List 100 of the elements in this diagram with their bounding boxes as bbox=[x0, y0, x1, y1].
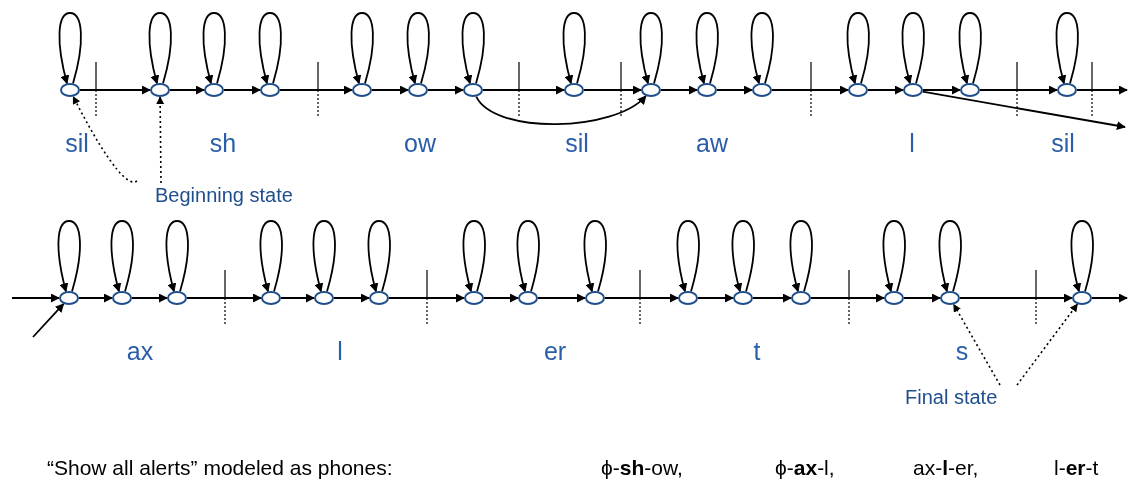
self-loop-arrow bbox=[259, 220, 283, 293]
state-circle bbox=[960, 83, 980, 97]
state-circle bbox=[464, 291, 484, 305]
state-circle bbox=[752, 83, 772, 97]
state-circle bbox=[463, 83, 483, 97]
transition-arrow bbox=[482, 85, 565, 95]
caption-text: “Show all alerts” modeled as phones: bbox=[47, 455, 393, 481]
caption-text: ϕ-ax-l, bbox=[775, 455, 835, 481]
self-loop-arrow bbox=[676, 220, 700, 293]
phone-label: s bbox=[955, 338, 969, 366]
state-circle bbox=[150, 83, 170, 97]
transition-arrow bbox=[922, 85, 961, 95]
transition-arrow bbox=[32, 303, 65, 338]
transition-arrow bbox=[483, 293, 519, 303]
transition-arrow bbox=[279, 85, 353, 95]
state-circle bbox=[585, 291, 605, 305]
state-circle bbox=[352, 83, 372, 97]
phone-label: l bbox=[909, 130, 915, 158]
phone-label: l bbox=[337, 338, 343, 366]
self-loop-arrow bbox=[789, 220, 813, 293]
state-circle bbox=[408, 83, 428, 97]
transition-arrow bbox=[11, 293, 60, 303]
self-loop-arrow bbox=[695, 12, 719, 85]
state-circle bbox=[940, 291, 960, 305]
state-circle bbox=[697, 83, 717, 97]
self-loop-arrow bbox=[1055, 12, 1079, 85]
self-loop-arrow bbox=[750, 12, 774, 85]
state-circle bbox=[260, 83, 280, 97]
caption-text: ϕ-sh-ow, bbox=[601, 455, 683, 481]
transition-arrow bbox=[1076, 85, 1128, 95]
state-circle bbox=[733, 291, 753, 305]
transition-arrow bbox=[537, 293, 586, 303]
transition-arrow bbox=[78, 293, 113, 303]
transition-arrow bbox=[903, 293, 941, 303]
state-circle bbox=[641, 83, 661, 97]
transition-arrow bbox=[131, 293, 168, 303]
self-loop-arrow bbox=[202, 12, 226, 85]
self-loop-arrow bbox=[901, 12, 925, 85]
state-circle bbox=[204, 83, 224, 97]
self-loop-arrow bbox=[938, 220, 962, 293]
phone-label: ow bbox=[404, 130, 436, 158]
self-loop-arrow bbox=[1070, 220, 1094, 293]
transition-arrow bbox=[810, 293, 885, 303]
self-loop-arrow bbox=[406, 12, 430, 85]
transition-arrow bbox=[867, 85, 904, 95]
state-circle bbox=[369, 291, 389, 305]
phone-label: ax bbox=[126, 338, 154, 366]
self-loop-arrow bbox=[367, 220, 391, 293]
phone-label: aw bbox=[696, 130, 728, 158]
state-circle bbox=[518, 291, 538, 305]
transition-arrow bbox=[280, 293, 315, 303]
self-loop-arrow bbox=[58, 12, 82, 85]
leader-line bbox=[952, 303, 1001, 386]
state-circle bbox=[1057, 83, 1077, 97]
state-circle bbox=[60, 83, 80, 97]
transition-arrow bbox=[186, 293, 262, 303]
phone-label: t bbox=[753, 338, 761, 366]
phone-label: sil bbox=[1051, 130, 1075, 158]
transition-arrow bbox=[697, 293, 734, 303]
transition-arrow bbox=[388, 293, 465, 303]
self-loop-arrow bbox=[462, 220, 486, 293]
phone-label: sil bbox=[565, 130, 589, 158]
state-circle bbox=[314, 291, 334, 305]
transition-arrow bbox=[333, 293, 370, 303]
self-loop-arrow bbox=[57, 220, 81, 293]
leader-line bbox=[1016, 303, 1079, 386]
caption-text: ax-l-er, bbox=[913, 455, 979, 481]
self-loop-arrow bbox=[846, 12, 870, 85]
state-circle bbox=[678, 291, 698, 305]
transition-arrow bbox=[716, 85, 753, 95]
transition-arrow bbox=[979, 85, 1058, 95]
state-annotation: Beginning state bbox=[155, 183, 293, 207]
self-loop-arrow bbox=[516, 220, 540, 293]
transition-arrow bbox=[583, 85, 642, 95]
self-loop-arrow bbox=[258, 12, 282, 85]
self-loop-arrow bbox=[461, 12, 485, 85]
transition-arrow bbox=[959, 293, 1073, 303]
state-circle bbox=[848, 83, 868, 97]
phone-label: sh bbox=[209, 130, 237, 158]
transition-arrow bbox=[371, 85, 409, 95]
state-circle bbox=[903, 83, 923, 97]
transition-arrow bbox=[660, 85, 698, 95]
state-annotation: Final state bbox=[905, 385, 998, 409]
state-circle bbox=[791, 291, 811, 305]
transition-arrow bbox=[475, 95, 647, 126]
state-circle bbox=[1072, 291, 1092, 305]
self-loop-arrow bbox=[148, 12, 172, 85]
state-circle bbox=[112, 291, 132, 305]
transition-arrow bbox=[771, 85, 849, 95]
transition-arrow bbox=[921, 90, 1126, 131]
self-loop-arrow bbox=[562, 12, 586, 85]
state-circle bbox=[564, 83, 584, 97]
phone-label: er bbox=[543, 338, 567, 366]
leader-line bbox=[72, 95, 138, 183]
state-circle bbox=[167, 291, 187, 305]
self-loop-arrow bbox=[639, 12, 663, 85]
leader-line bbox=[156, 96, 165, 184]
caption-text: l-er-t bbox=[1054, 455, 1099, 481]
self-loop-arrow bbox=[110, 220, 134, 293]
transition-arrow bbox=[79, 85, 151, 95]
